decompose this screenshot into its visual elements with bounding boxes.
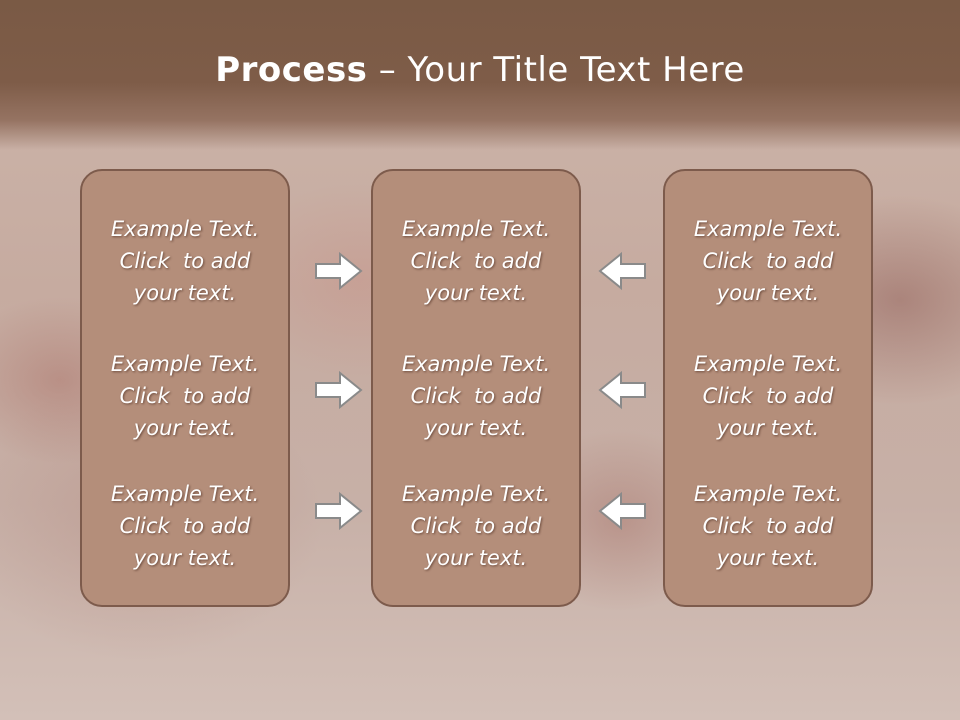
title-rest: – Your Title Text Here <box>367 50 745 90</box>
arrow-left-icon[interactable] <box>597 370 647 410</box>
arrow-right-icon[interactable] <box>314 251 364 291</box>
process-box-center[interactable]: Example Text. Click to add your text. Ex… <box>371 169 581 607</box>
text-placeholder[interactable]: Example Text. Click to add your text. <box>110 217 260 305</box>
title-bar <box>0 0 960 150</box>
slide-title[interactable]: Process – Your Title Text Here <box>0 50 960 90</box>
arrow-left-icon[interactable] <box>597 251 647 291</box>
process-box-left[interactable]: Example Text. Click to add your text. Ex… <box>80 169 290 607</box>
arrow-left-icon[interactable] <box>597 491 647 531</box>
process-box-right[interactable]: Example Text. Click to add your text. Ex… <box>663 169 873 607</box>
text-placeholder[interactable]: Example Text. Click to add your text. <box>693 217 843 305</box>
text-placeholder[interactable]: Example Text. Click to add your text. <box>401 352 551 440</box>
text-placeholder[interactable]: Example Text. Click to add your text. <box>401 217 551 305</box>
text-placeholder[interactable]: Example Text. Click to add your text. <box>693 482 843 570</box>
title-bold: Process <box>215 50 368 90</box>
text-placeholder[interactable]: Example Text. Click to add your text. <box>110 482 260 570</box>
text-placeholder[interactable]: Example Text. Click to add your text. <box>693 352 843 440</box>
arrow-right-icon[interactable] <box>314 491 364 531</box>
text-placeholder[interactable]: Example Text. Click to add your text. <box>401 482 551 570</box>
text-placeholder[interactable]: Example Text. Click to add your text. <box>110 352 260 440</box>
arrow-right-icon[interactable] <box>314 370 364 410</box>
